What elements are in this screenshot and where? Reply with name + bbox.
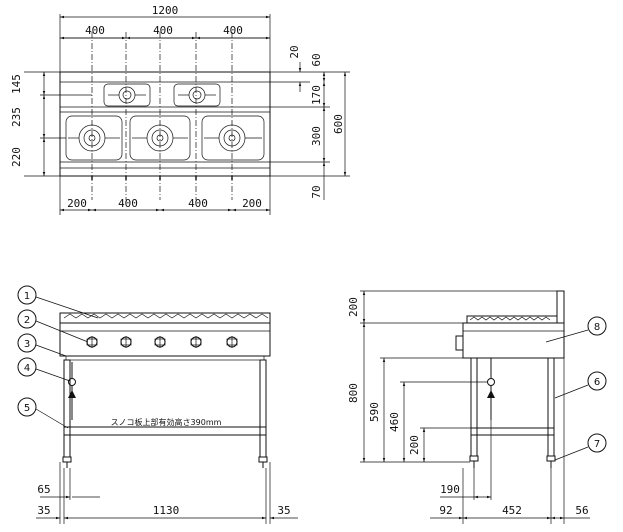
callout-3: 3 (17, 333, 67, 357)
top-view: 1200 400 400 400 200 400 400 200 145 235… (10, 4, 350, 215)
dim-side-56: 56 (575, 504, 588, 517)
side-shelf (470, 427, 555, 436)
front-burner-3 (201, 115, 265, 161)
dim-right-20: 20 (288, 45, 301, 58)
dim-right-170: 170 (310, 85, 323, 105)
dim-side-200-top: 200 (347, 297, 360, 317)
side-leg-front (470, 357, 478, 457)
dim-front-1130: 1130 (153, 504, 180, 517)
dim-left-2: 235 (10, 107, 23, 127)
dim-left-3: 220 (10, 147, 23, 167)
dim-bottom-3: 400 (188, 197, 208, 210)
callout-5: 5 (17, 397, 69, 429)
dim-top-spacing-1: 400 (85, 24, 105, 37)
svg-text:7: 7 (594, 439, 600, 450)
side-gas-inlet-icon (487, 378, 495, 386)
front-view: スノコ板上部有効高さ390mm 1 2 3 4 5 (17, 285, 298, 524)
side-body (462, 322, 565, 359)
callout-1: 1 (17, 285, 99, 319)
svg-text:2: 2 (24, 315, 30, 326)
rear-burner-1 (103, 83, 151, 107)
control-knob-4[interactable] (190, 336, 202, 348)
callout-4: 4 (17, 357, 71, 382)
svg-text:8: 8 (594, 322, 600, 333)
control-knob-3[interactable] (154, 336, 166, 348)
front-shelf (63, 426, 267, 436)
side-knob (455, 335, 464, 351)
svg-text:6: 6 (594, 377, 600, 388)
callout-8: 8 (545, 316, 607, 343)
gas-arrow-icon (68, 390, 76, 398)
dim-side-800: 800 (347, 383, 360, 403)
svg-text:3: 3 (24, 339, 30, 350)
rear-burner-2 (173, 83, 221, 107)
dim-side-200: 200 (408, 435, 421, 455)
dim-depth-total: 600 (332, 114, 345, 134)
side-backguard (556, 290, 565, 324)
dim-overall-width: 1200 (152, 4, 179, 17)
dim-bottom-1: 200 (67, 197, 87, 210)
dim-side-460: 460 (388, 412, 401, 432)
dim-front-35-right: 35 (277, 504, 290, 517)
front-burner-1 (65, 115, 123, 161)
top-view-outline (59, 71, 271, 177)
dim-front-65: 65 (37, 483, 50, 496)
callout-7: 7 (554, 433, 607, 461)
dim-bottom-4: 200 (242, 197, 262, 210)
dim-bottom-2: 400 (118, 197, 138, 210)
side-gas-arrow-icon (487, 390, 495, 398)
dim-right-70: 70 (310, 185, 323, 198)
dim-right-300: 300 (310, 126, 323, 146)
control-knob-1[interactable] (86, 336, 98, 348)
svg-text:1: 1 (24, 291, 30, 302)
svg-text:4: 4 (24, 363, 30, 374)
dim-top-spacing-3: 400 (223, 24, 243, 37)
side-view: 200 800 590 460 200 8 6 7 (347, 290, 607, 524)
callout-2: 2 (17, 309, 89, 343)
front-leg-right (259, 359, 267, 458)
side-leg-rear (547, 357, 555, 457)
dim-side-190: 190 (440, 483, 460, 496)
dim-left-1: 145 (10, 74, 23, 94)
control-knob-2[interactable] (120, 336, 132, 348)
dim-front-35-left: 35 (37, 504, 50, 517)
callout-6: 6 (554, 371, 607, 399)
dim-top-spacing-2: 400 (153, 24, 173, 37)
dim-right-60: 60 (310, 53, 323, 66)
shelf-height-note: スノコ板上部有効高さ390mm (111, 417, 222, 427)
front-leg-left (63, 359, 71, 458)
dim-side-452: 452 (502, 504, 522, 517)
dim-side-92: 92 (439, 504, 452, 517)
svg-text:5: 5 (24, 403, 30, 414)
dim-side-590: 590 (368, 402, 381, 422)
control-knob-5[interactable] (226, 336, 238, 348)
